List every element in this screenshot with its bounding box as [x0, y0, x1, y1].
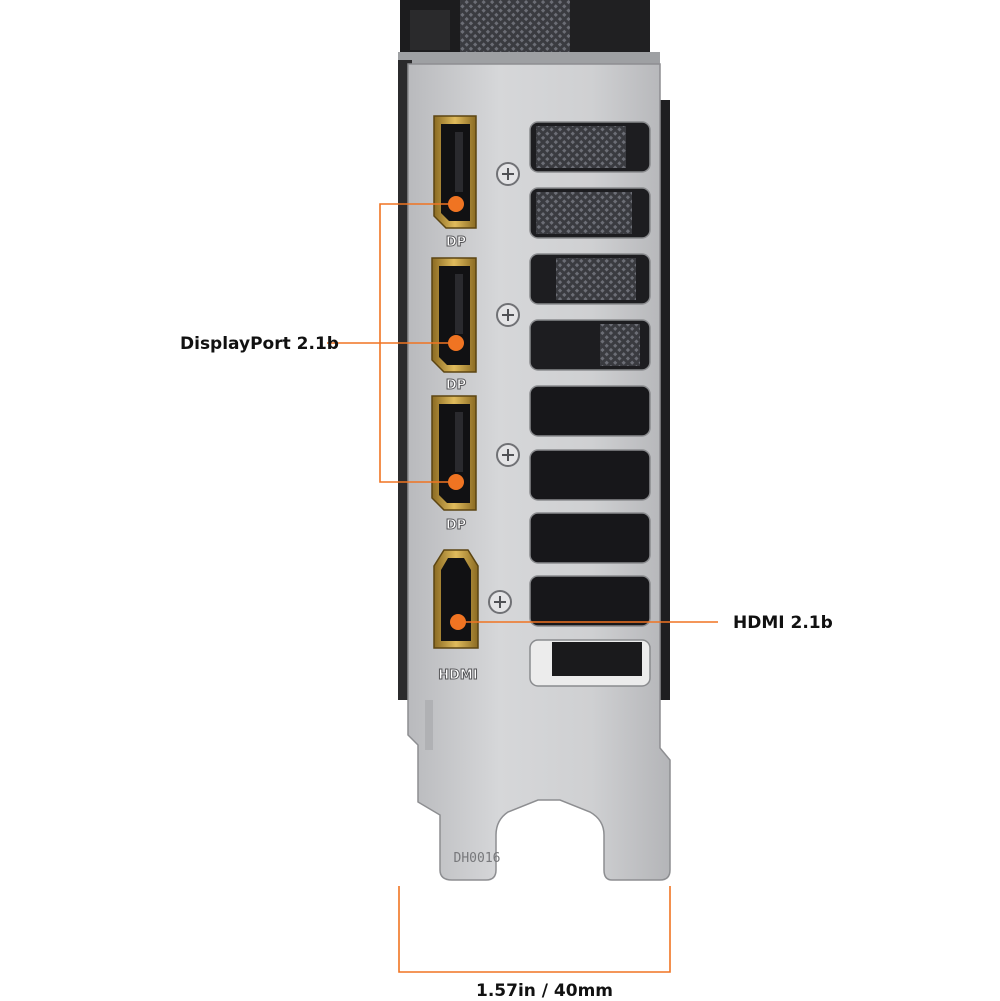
callout-dot [448, 335, 464, 351]
displayport-connector-2 [431, 257, 477, 373]
screw-icon [496, 162, 520, 186]
width-dimension [398, 886, 671, 973]
screw-icon [496, 303, 520, 327]
hdmi-label: HDMI 2.1b [733, 613, 833, 633]
port-label-dp: DP [446, 235, 466, 250]
screws [488, 162, 520, 614]
displayport-callout [327, 203, 456, 483]
bracket-width-label: 1.57in / 40mm [476, 981, 614, 1001]
screw-icon [488, 590, 512, 614]
port-label-hdmi: HDMI [438, 668, 477, 683]
displayport-label: DisplayPort 2.1b [180, 334, 339, 354]
port-label-dp: DP [446, 518, 466, 533]
hdmi-callout [450, 614, 718, 630]
bracket-stamp: DH0016 [454, 851, 501, 866]
callout-dot [450, 614, 466, 630]
callout-dot [448, 196, 464, 212]
callout-dot [448, 474, 464, 490]
bracket-tab [425, 700, 433, 750]
port-label-dp: DP [446, 378, 466, 393]
screw-icon [496, 443, 520, 467]
vent-slots [529, 121, 651, 687]
displayport-connector-3 [431, 395, 477, 511]
displayport-connector-1 [433, 115, 477, 229]
card-edge-right [660, 100, 670, 700]
hdmi-connector [433, 549, 479, 649]
card-top-assembly [398, 0, 660, 64]
